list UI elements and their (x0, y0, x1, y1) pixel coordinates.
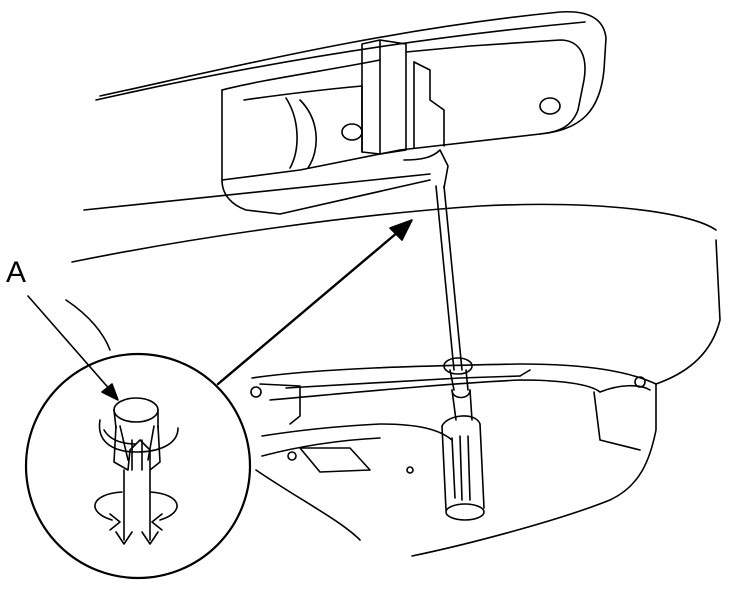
screwdriver-tool (435, 185, 485, 521)
callout-leader (27, 295, 119, 401)
clip-detail (98, 397, 179, 471)
callout-label-a: A (6, 256, 27, 289)
bumper-inner-cover (250, 363, 657, 541)
detail-inset (24, 352, 252, 580)
body-panel (65, 173, 721, 557)
direction-arrow-icon (216, 219, 413, 386)
rotation-arrows-icon (94, 469, 178, 545)
tail-light-assembly (95, 10, 607, 215)
